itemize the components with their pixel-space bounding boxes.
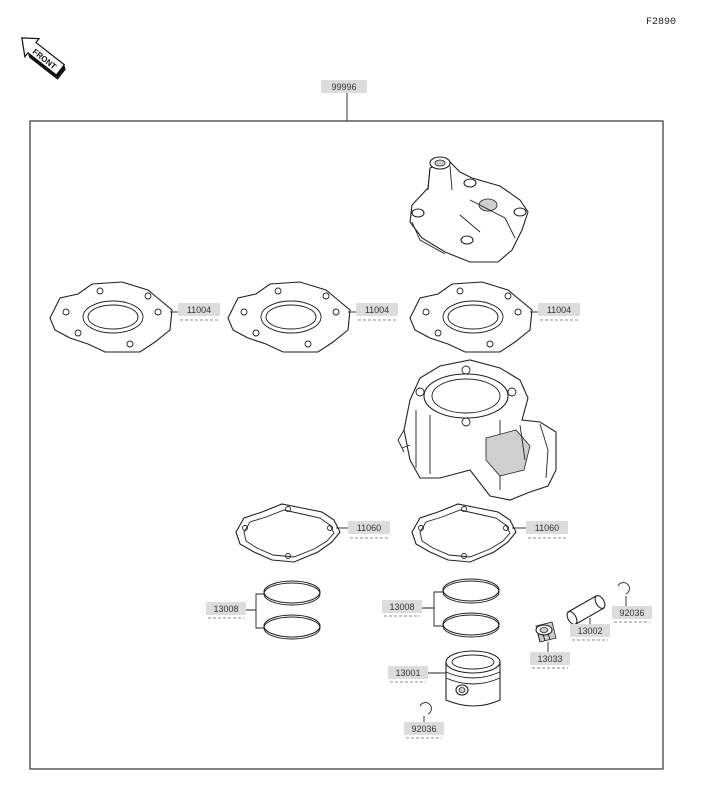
label-box-head-gasket-1 bbox=[178, 303, 220, 316]
label-circlip-2: 92036 bbox=[619, 608, 644, 618]
label-ring-set-2: 13008 bbox=[389, 602, 414, 612]
label-head-gasket-2: 11004 bbox=[365, 305, 389, 315]
label-box-circlip-1 bbox=[404, 722, 444, 735]
assembly-frame bbox=[29, 120, 664, 770]
assembly-label-box bbox=[321, 80, 367, 93]
head-gasket-3 bbox=[409, 281, 533, 353]
label-head-gasket-1: 11004 bbox=[187, 305, 211, 315]
label-box-head-gasket-3 bbox=[538, 303, 580, 316]
label-ring-set-1: 13008 bbox=[213, 604, 238, 614]
label-box-circlip-2 bbox=[612, 606, 652, 619]
head-gasket-2 bbox=[227, 281, 351, 353]
label-base-gasket-1: 11060 bbox=[357, 523, 381, 533]
head-gasket-1 bbox=[49, 281, 173, 353]
circlip-2-icon bbox=[617, 582, 630, 595]
piston-icon bbox=[445, 650, 501, 707]
piston-ring-set-1 bbox=[263, 580, 321, 640]
cylinder-icon bbox=[397, 359, 557, 501]
label-circlip-1: 92036 bbox=[411, 724, 436, 734]
label-piston-pin: 13002 bbox=[577, 626, 602, 636]
base-gasket-2 bbox=[411, 503, 517, 563]
piston-pin-icon bbox=[566, 595, 606, 625]
label-base-gasket-2: 11060 bbox=[535, 523, 559, 533]
front-arrow-icon: FRONT bbox=[21, 37, 66, 80]
label-piston: 13001 bbox=[395, 668, 420, 678]
label-box-piston-pin bbox=[570, 624, 610, 637]
label-needle-bearing: 13033 bbox=[537, 654, 562, 664]
label-box-head-gasket-2 bbox=[356, 303, 398, 316]
cylinder-head-icon bbox=[409, 156, 529, 263]
label-head-gasket-3: 11004 bbox=[547, 305, 571, 315]
label-box-ring-set-1 bbox=[206, 602, 246, 615]
assembly-part-no: 99996 bbox=[331, 82, 356, 92]
label-box-needle-bearing bbox=[530, 652, 570, 665]
leader-ring-set-1 bbox=[246, 593, 264, 629]
base-gasket-1 bbox=[235, 503, 341, 563]
figure-code: F2890 bbox=[646, 17, 676, 28]
label-box-ring-set-2 bbox=[382, 600, 422, 613]
leader-ring-set-2 bbox=[422, 591, 443, 627]
label-box-piston bbox=[388, 666, 428, 679]
piston-ring-set-2 bbox=[442, 578, 500, 638]
label-box-base-gasket-2 bbox=[526, 521, 568, 534]
circlip-1-icon bbox=[419, 702, 432, 715]
label-box-base-gasket-1 bbox=[348, 521, 390, 534]
needle-bearing-icon bbox=[535, 621, 557, 643]
